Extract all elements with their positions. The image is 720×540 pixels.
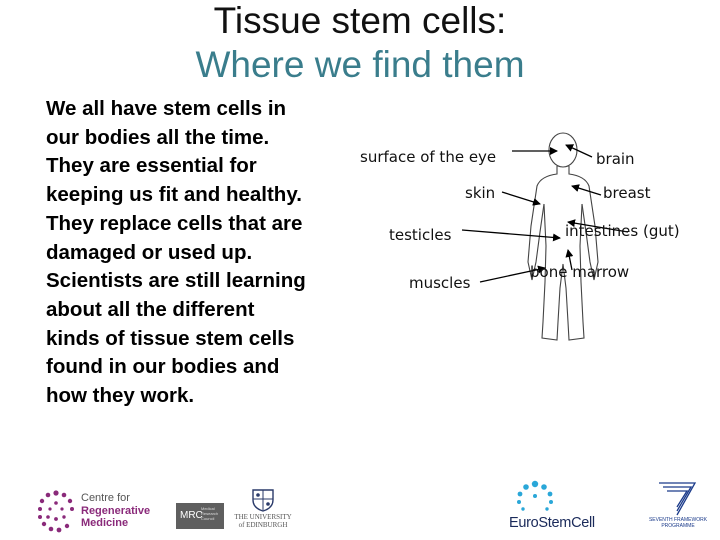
- label-testicles: testicles: [389, 226, 452, 244]
- eurostemcell-logo-text: EuroStemCell: [509, 515, 595, 531]
- body-line: damaged or used up.: [46, 240, 253, 264]
- body-line: They replace cells that are: [46, 211, 303, 235]
- fp7-logo-text: SEVENTH FRAMEWORK PROGRAMME: [648, 517, 708, 529]
- body-line: found in our bodies and: [46, 355, 280, 379]
- title-line-1: Tissue stem cells:: [213, 0, 507, 41]
- crm-line-2: Regenerative: [81, 504, 151, 517]
- arrow-skin: [501, 191, 541, 206]
- arrow-testicles: [461, 229, 561, 242]
- arrow-muscles: [479, 265, 546, 283]
- label-intestines: intestines (gut): [565, 222, 680, 240]
- mrc-small-text: Medical Research Council: [201, 506, 219, 521]
- body-line: our bodies all the time.: [46, 125, 270, 149]
- uoe-crest-icon: [252, 489, 274, 512]
- crm-line-3: Medicine: [81, 517, 129, 529]
- body-line: how they work.: [46, 384, 195, 408]
- label-surface-of-eye: surface of the eye: [360, 148, 497, 166]
- crm-logo-icon: [38, 490, 74, 533]
- label-breast: breast: [603, 184, 651, 202]
- body-line: kinds of tissue stem cells: [46, 326, 295, 350]
- label-bone-marrow: bone marrow: [530, 263, 630, 281]
- arrow-breast: [571, 184, 602, 196]
- body-line: They are essential for: [46, 154, 257, 178]
- body-paragraph: We all have stem cells in our bodies all…: [46, 95, 366, 411]
- body-line: keeping us fit and healthy.: [46, 183, 302, 207]
- label-skin: skin: [465, 184, 496, 202]
- mrc-logo-text: MRC: [180, 510, 203, 521]
- label-muscles: muscles: [409, 274, 471, 292]
- body-line: about all the different: [46, 297, 255, 321]
- crm-line-1: Centre for: [81, 492, 130, 504]
- title-line-2: Where we find them: [195, 44, 525, 85]
- fp7-logo-icon: [659, 482, 697, 516]
- body-line: We all have stem cells in: [46, 97, 287, 120]
- arrow-intestines: [567, 219, 629, 233]
- arrow-bone-marrow: [565, 249, 574, 271]
- label-brain: brain: [596, 150, 635, 168]
- mrc-logo: MRC Medical Research Council: [176, 503, 224, 529]
- arrow-brain: [565, 144, 593, 158]
- body-line: Scientists are still learning: [46, 269, 306, 293]
- uoe-logo-text: THE UNIVERSITY of EDINBURGH: [234, 513, 292, 529]
- crm-logo-text: Centre for Regenerative Medicine: [81, 492, 150, 530]
- human-body-outline: [527, 132, 599, 341]
- eurostemcell-logo-icon: [517, 480, 553, 511]
